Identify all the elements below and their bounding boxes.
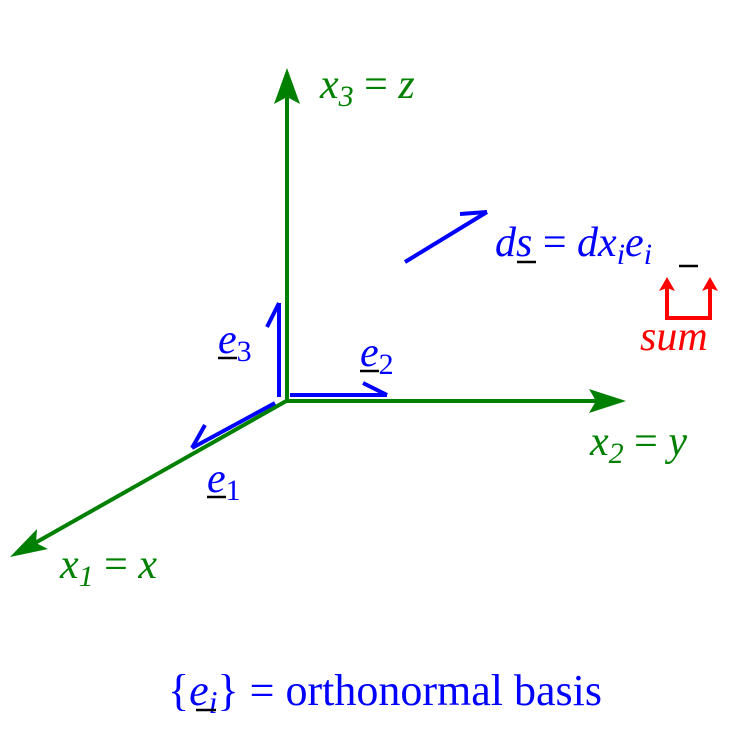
e3-vector [265,302,281,397]
ds-vector [403,210,489,264]
x3-axis [274,68,300,400]
x1-axis [10,398,289,557]
x2-axis [285,389,626,413]
e2-label: e2 [360,330,394,381]
e3-label: e3 [218,317,252,368]
x2-label: x2 = y [589,419,687,470]
x3-label: x3 = z [319,62,415,113]
e1-vector [190,401,276,450]
e2-vector [290,381,388,397]
sum-arrowhead-right-icon [702,277,718,291]
x1-arrowhead-icon [10,529,48,557]
x3-arrowhead-icon [274,68,300,104]
caption: {ei} = orthonormal basis [168,666,602,720]
x2-arrowhead-icon [589,389,626,413]
x1-label: x1 = x [59,542,157,593]
sum-bracket [665,285,712,320]
e1-label: e1 [207,456,241,507]
ds-equation: ds = dxiei [495,220,652,271]
sum-arrowhead-left-icon [659,277,675,291]
sum-label: sum [640,314,708,360]
